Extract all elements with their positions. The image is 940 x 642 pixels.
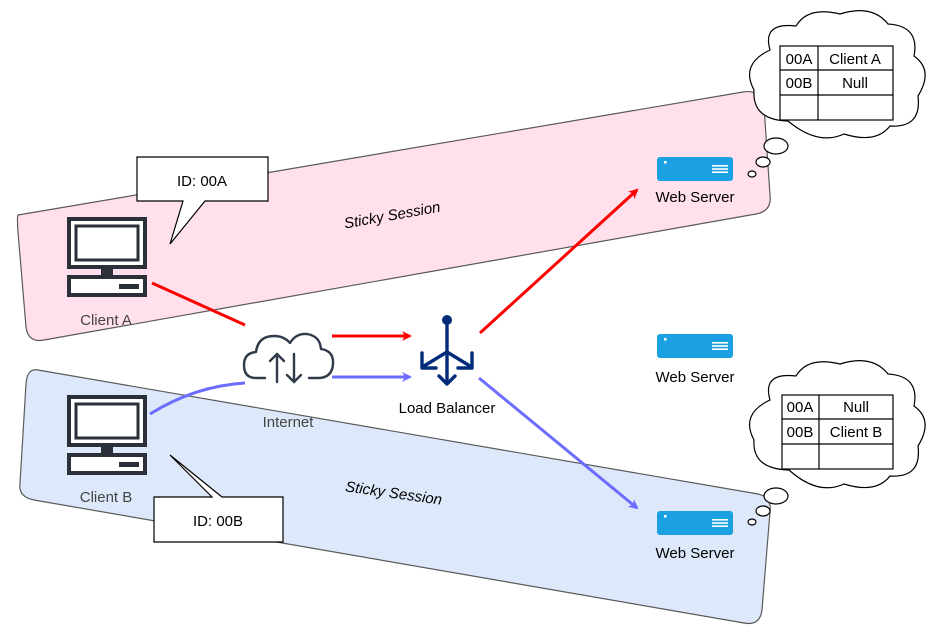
client-b-callout: ID: 00B bbox=[153, 454, 284, 543]
load-balancer: Load Balancer bbox=[399, 315, 496, 417]
client-b: Client B bbox=[69, 397, 145, 506]
table-cell: 00A bbox=[786, 51, 813, 68]
session-table-top: 00A Client A 00B Null bbox=[779, 45, 894, 121]
web-server-middle: Web Server bbox=[656, 334, 735, 386]
session-table-bottom: 00A Null 00B Client B bbox=[781, 394, 894, 470]
web-server-middle-label: Web Server bbox=[656, 369, 735, 386]
internet: Internet bbox=[242, 332, 335, 431]
client-b-connections bbox=[149, 372, 639, 510]
client-b-id: ID: 00B bbox=[193, 513, 243, 530]
table-cell: Client A bbox=[829, 51, 881, 68]
web-server-bottom: Web Server bbox=[656, 511, 735, 562]
client-a: Client A bbox=[69, 219, 145, 329]
lb-to-server-bottom-arrow bbox=[478, 376, 639, 510]
client-a-to-internet-line bbox=[151, 281, 246, 327]
load-balancer-icon bbox=[420, 315, 474, 386]
client-b-label: Client B bbox=[80, 489, 133, 506]
load-balancer-label: Load Balancer bbox=[399, 400, 496, 417]
client-a-callout: ID: 00A bbox=[136, 156, 269, 245]
server-icon bbox=[657, 157, 733, 181]
table-cell: Null bbox=[842, 75, 868, 92]
web-server-top: Web Server bbox=[656, 157, 735, 206]
web-server-top-label: Web Server bbox=[656, 189, 735, 206]
server-icon bbox=[657, 511, 733, 535]
table-cell: Client B bbox=[830, 424, 883, 441]
server-icon bbox=[657, 334, 733, 358]
table-cell: 00B bbox=[787, 424, 814, 441]
computer-icon bbox=[69, 219, 145, 295]
lb-to-server-top-arrow bbox=[478, 188, 639, 335]
client-a-label: Client A bbox=[80, 312, 132, 329]
cloud-upload-download-icon bbox=[242, 332, 335, 384]
computer-icon bbox=[69, 397, 145, 473]
table-cell: 00A bbox=[787, 399, 814, 416]
thought-bubble-top: 00A Client A 00B Null bbox=[747, 10, 926, 178]
internet-label: Internet bbox=[263, 414, 315, 431]
client-a-connections bbox=[151, 188, 639, 341]
web-server-bottom-label: Web Server bbox=[656, 545, 735, 562]
table-cell: Null bbox=[843, 399, 869, 416]
client-a-id: ID: 00A bbox=[177, 173, 227, 190]
sticky-session-band-a: Sticky Session bbox=[16, 90, 771, 342]
table-cell: 00B bbox=[786, 75, 813, 92]
client-b-to-internet-line bbox=[149, 381, 246, 416]
thought-bubble-bottom: 00A Null 00B Client B bbox=[747, 360, 926, 526]
